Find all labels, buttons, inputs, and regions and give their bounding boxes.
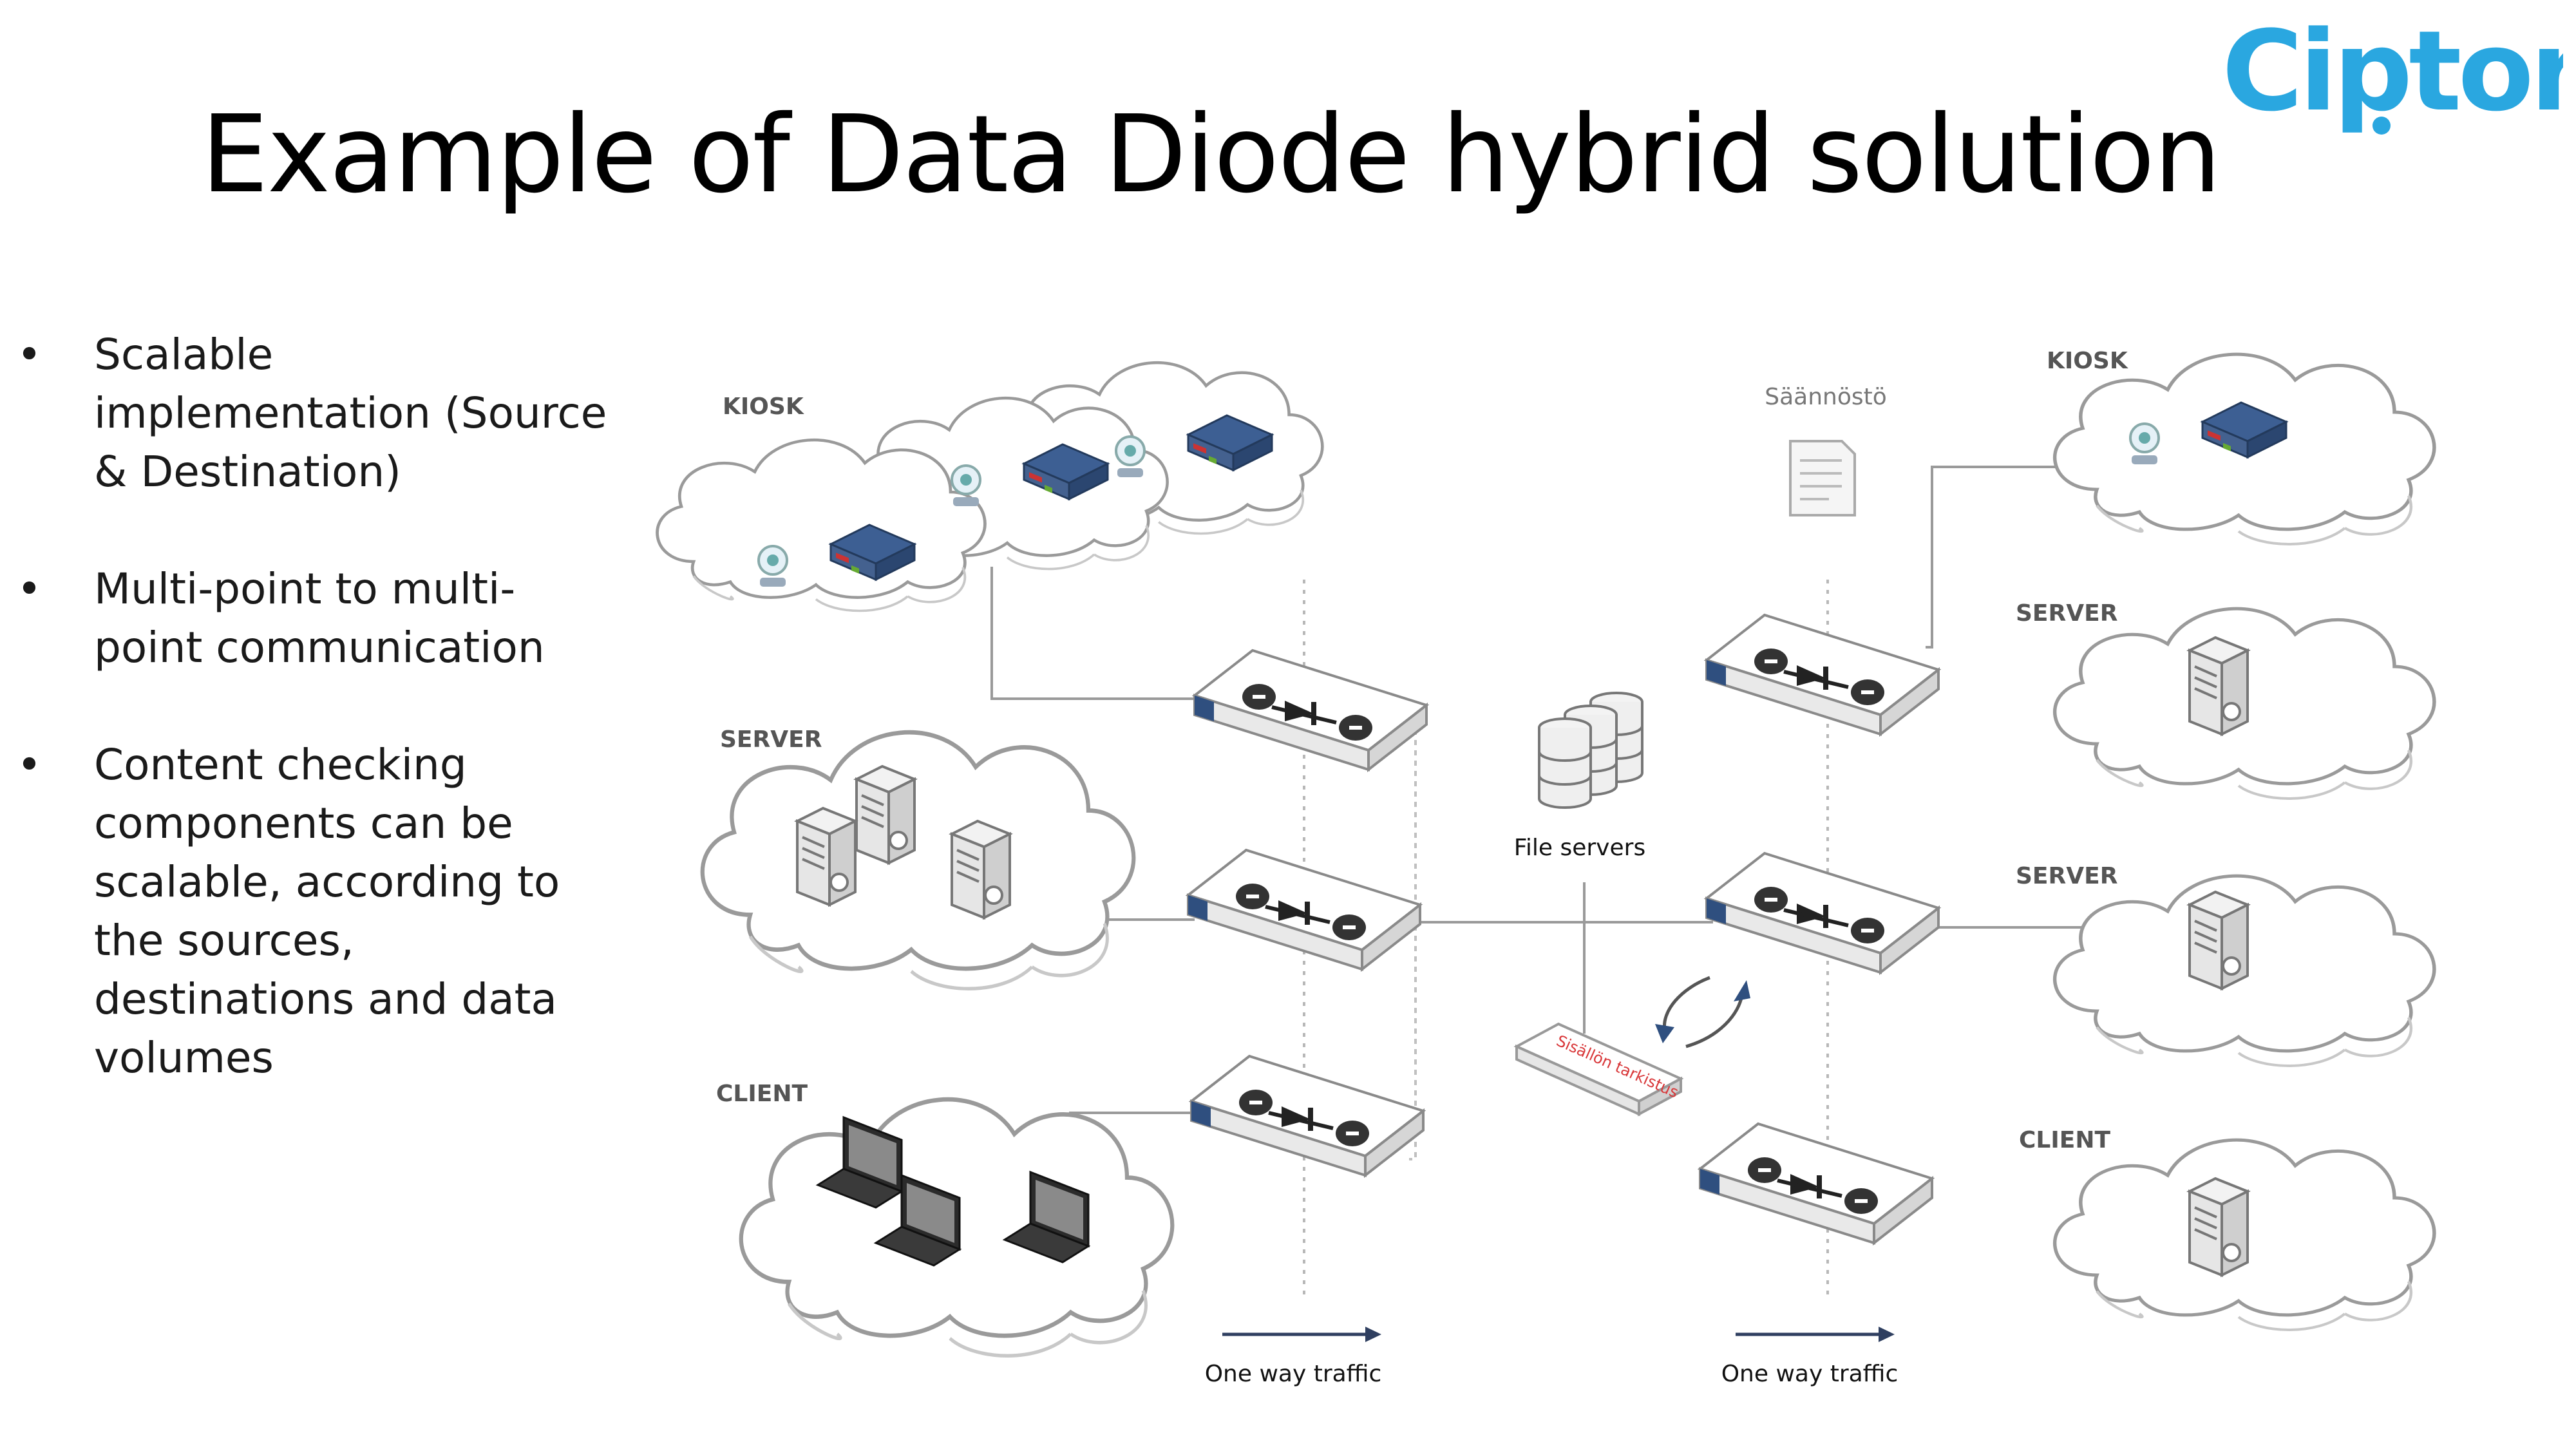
- right-client-cloud: [2055, 1140, 2434, 1330]
- right-server-label-2: SERVER: [2016, 863, 2117, 889]
- left-client-label: CLIENT: [716, 1081, 808, 1107]
- one-way-traffic-label-left: One way traffic: [1205, 1361, 1382, 1387]
- file-servers-label: File servers: [1514, 835, 1645, 861]
- logo-dot: [2372, 117, 2391, 135]
- content-checker-device: Sisällön tarkistus: [1513, 1022, 1684, 1117]
- right-server-label-1: SERVER: [2016, 600, 2117, 627]
- left-server-label: SERVER: [720, 726, 822, 753]
- data-diode-right-1: [1707, 615, 1938, 734]
- data-diode-left-2: [1188, 850, 1420, 969]
- bullet-item: Content checking components can be scala…: [0, 735, 618, 1087]
- bullet-item: Multi-point to multi-point communication: [0, 560, 618, 677]
- sync-arrows-icon: [1655, 976, 1750, 1048]
- data-diode-left-1: [1195, 650, 1426, 770]
- data-diode-right-3: [1700, 1124, 1932, 1243]
- ciptor-logo: Ciptor: [2222, 19, 2563, 135]
- left-kiosk-label: KIOSK: [723, 393, 804, 420]
- logo-text: Ciptor: [2222, 19, 2563, 135]
- file-servers-icon: [1538, 692, 1643, 809]
- data-diode-right-2: [1707, 853, 1938, 972]
- rulebook-label: Säännöstö: [1765, 384, 1887, 410]
- right-kiosk-label: KIOSK: [2047, 348, 2128, 374]
- left-server-cloud: [703, 732, 1134, 989]
- rulebook-document-icon: [1789, 440, 1856, 516]
- right-server-cloud-1: [2055, 609, 2434, 799]
- bullet-list: Scalable implementation (Source & Destin…: [0, 325, 618, 1146]
- right-kiosk-cloud: [2055, 354, 2434, 544]
- one-way-traffic-label-right: One way traffic: [1721, 1361, 1899, 1387]
- right-client-label: CLIENT: [2019, 1127, 2110, 1153]
- one-way-traffic-arrow-right: [1736, 1327, 1895, 1342]
- left-client-cloud: [741, 1099, 1173, 1356]
- bullet-item: Scalable implementation (Source & Destin…: [0, 325, 618, 501]
- page-title: Example of Data Diode hybrid solution: [201, 93, 2221, 217]
- data-diode-left-3: [1191, 1056, 1423, 1175]
- one-way-traffic-arrow-left: [1222, 1327, 1381, 1342]
- right-server-cloud-2: [2055, 876, 2434, 1066]
